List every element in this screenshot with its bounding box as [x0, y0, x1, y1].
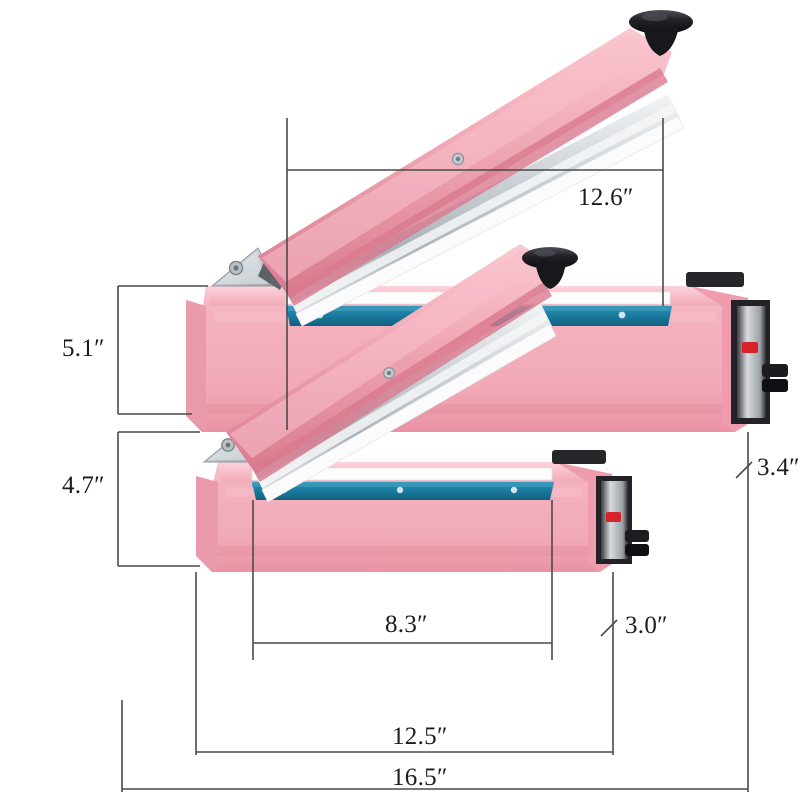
handle-rest-clip-upper — [686, 272, 744, 287]
ptfe-strip-lower — [251, 467, 553, 481]
dimline-total-length — [121, 492, 749, 792]
handle-arm-lower[interactable] — [226, 244, 578, 503]
dimline-height-open — [286, 118, 664, 430]
dimension-label-height-top-unit: 5.1″ — [62, 335, 105, 362]
handle-rest-clip-lower — [552, 450, 606, 464]
dimline-height-top-unit — [117, 285, 208, 415]
dimension-label-depth-low: 3.0″ — [625, 612, 668, 639]
dimension-label-seal-length: 8.3″ — [385, 611, 428, 638]
handle-knob-lower[interactable] — [522, 247, 578, 289]
timer-knob-upper[interactable] — [762, 364, 788, 392]
power-led-lower — [606, 512, 621, 522]
handle-arm-upper[interactable] — [258, 10, 693, 327]
dimline-depth-top — [735, 432, 753, 492]
dimline-body-length — [195, 572, 614, 755]
dimension-label-height-low-unit: 4.7″ — [62, 472, 105, 499]
lower-sealer-unit — [196, 244, 649, 572]
control-panel-lower — [552, 450, 649, 572]
control-panel-upper — [686, 272, 788, 432]
seal-bar-lower — [252, 482, 554, 500]
dimension-label-height-open: 12.6″ — [578, 184, 634, 211]
dimension-label-depth-top: 3.4″ — [757, 454, 800, 481]
dimension-label-body-length: 12.5″ — [392, 723, 448, 750]
dimline-height-low-unit — [117, 431, 200, 567]
timer-knob-lower[interactable] — [625, 530, 649, 556]
dimline-depth-low — [600, 572, 618, 650]
power-led-upper — [742, 342, 758, 353]
dimline-seal-length — [252, 500, 553, 660]
handle-knob-upper[interactable] — [629, 10, 693, 56]
dimension-lines — [117, 118, 753, 792]
dimension-label-total-length: 16.5″ — [392, 764, 448, 791]
